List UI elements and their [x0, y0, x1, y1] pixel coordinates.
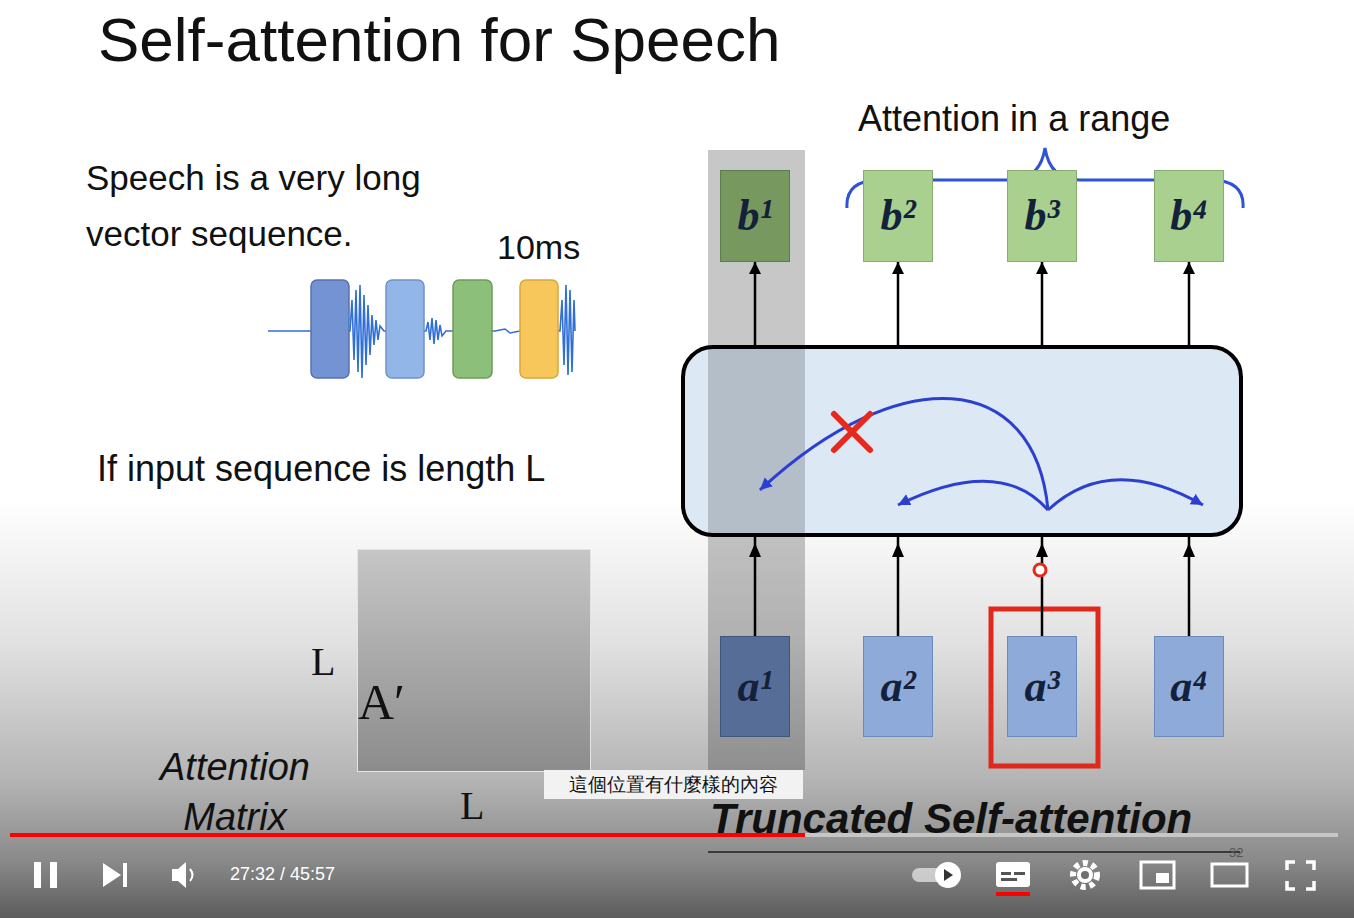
duration-label: 10ms [497, 228, 580, 267]
subtitles-icon [1014, 872, 1025, 875]
output-vector: b⁴ [1154, 170, 1224, 262]
note-text: If input sequence is length L [97, 448, 545, 490]
node-text: b⁴ [1170, 194, 1207, 238]
speech-frame [453, 280, 492, 378]
output-vector: b¹ [720, 170, 790, 262]
node-text: a² [880, 665, 915, 709]
theater-icon [1212, 864, 1247, 886]
dimension-label: L [460, 782, 484, 829]
speech-frame [386, 280, 424, 378]
miniplayer-icon [1156, 873, 1169, 883]
miniplayer-icon [1141, 862, 1174, 888]
note-text: Speech is a very long vector sequence. [86, 150, 486, 262]
next-icon [123, 863, 127, 887]
cursor-ring [1034, 564, 1046, 576]
node-text: a¹ [737, 665, 772, 709]
output-vector: b³ [1007, 170, 1077, 262]
arrowhead [749, 543, 761, 557]
arrowhead [892, 543, 904, 557]
autoplay-toggle [935, 862, 961, 888]
matrix-caption: Attention Matrix [135, 742, 335, 842]
next-icon [103, 863, 121, 887]
speech-frame [311, 280, 349, 378]
highlight-frame [991, 609, 1098, 766]
range-label: Attention in a range [858, 98, 1170, 140]
volume-icon [190, 869, 193, 881]
progress-played [10, 833, 805, 837]
masked-band [708, 150, 805, 770]
slide-number: 32 [1229, 845, 1243, 860]
time-readout: 27:32 / 45:57 [230, 864, 335, 885]
input-vector: a² [863, 636, 933, 737]
input-vector: a⁴ [1154, 636, 1224, 737]
node-text: b³ [1024, 194, 1059, 238]
attention-arc [760, 398, 1048, 510]
input-vector: a³ [1007, 636, 1077, 737]
subtitles-icon [1001, 878, 1017, 881]
settings-gear [1077, 867, 1093, 883]
method-name: Truncated Self-attention [710, 795, 1192, 843]
attention-arc [898, 481, 1048, 510]
autoplay-toggle [944, 869, 953, 881]
subtitle-box: 這個位置有什麼樣的內容 [544, 770, 803, 799]
input-vector: a¹ [720, 636, 790, 737]
attention-arc [1048, 480, 1203, 510]
pause-icon [50, 862, 57, 888]
self-attention-block [683, 347, 1241, 535]
blocked-mark [834, 414, 870, 450]
masked-band [708, 349, 805, 533]
dimension-label: L [311, 638, 335, 685]
subtitles-icon [1001, 872, 1011, 875]
subtitles-icon [996, 862, 1030, 887]
volume-icon [172, 862, 186, 888]
arrowhead [1183, 543, 1195, 557]
node-text: 這個位置有什麼樣的內容 [569, 775, 778, 794]
pause-icon [34, 862, 41, 888]
output-vector: b² [863, 170, 933, 262]
node-text: b¹ [737, 194, 772, 238]
settings-gear [1081, 871, 1089, 879]
settings-gear [1073, 863, 1097, 887]
slide-title: Self-attention for Speech [98, 0, 780, 80]
speech-frame [520, 280, 558, 378]
subtitles-active [996, 892, 1030, 896]
fullscreen-icon [1287, 862, 1314, 889]
underline [708, 851, 1240, 853]
node-text: a³ [1024, 665, 1059, 709]
attention-matrix: A′ [357, 549, 591, 772]
node-text: b² [880, 194, 915, 238]
arrowhead [1036, 543, 1048, 557]
node-text: A′ [358, 677, 405, 727]
node-text: a⁴ [1170, 665, 1207, 709]
